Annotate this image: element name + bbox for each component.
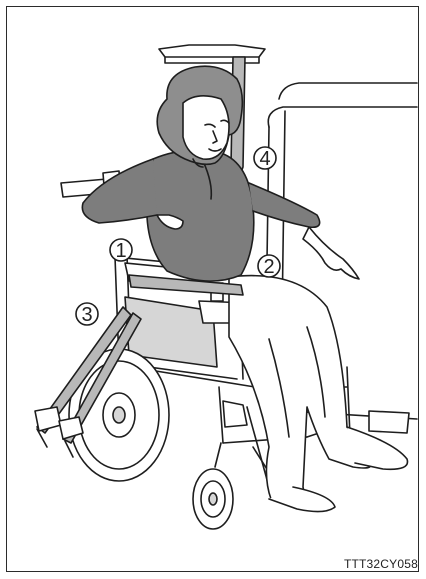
passenger-legs <box>229 276 408 512</box>
figure-frame: 1 2 3 4 <box>6 6 419 572</box>
callout-2: 2 <box>263 256 274 278</box>
callout-1: 1 <box>115 240 126 262</box>
image-code: TTT32CY058 <box>344 557 418 571</box>
callout-4: 4 <box>259 148 270 170</box>
overhead-anchor <box>159 45 265 63</box>
front-caster <box>193 443 233 529</box>
passenger-head <box>157 66 242 167</box>
wheelchair-illustration: 1 2 3 4 <box>7 7 420 573</box>
callout-3: 3 <box>81 304 92 326</box>
